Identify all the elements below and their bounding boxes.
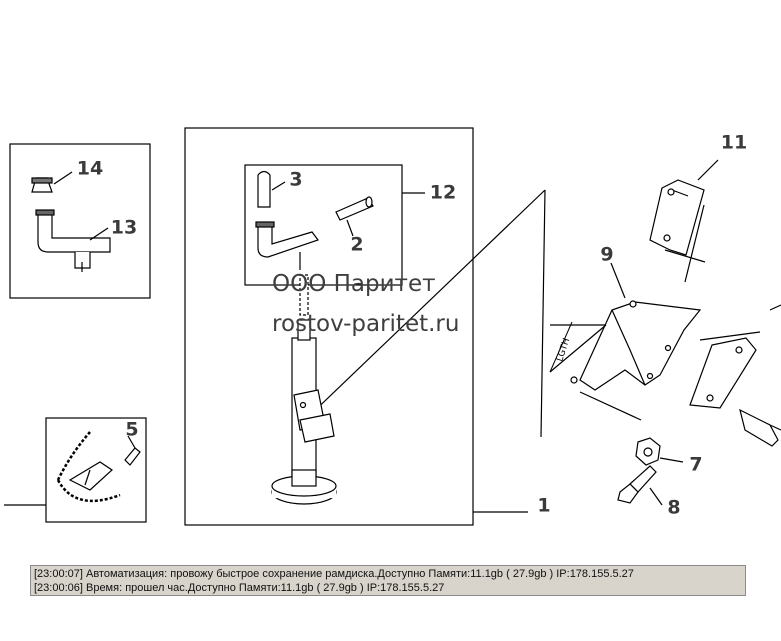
part-3-pin	[257, 170, 286, 208]
callout-3: 3	[289, 168, 303, 191]
log-line: [23:00:07] Автоматизация: провожу быстро…	[34, 568, 634, 580]
callout-5: 5	[125, 418, 139, 441]
parts-box-13-14	[9, 143, 151, 299]
callout-11: 11	[720, 131, 748, 154]
part-13-pin	[35, 209, 111, 272]
lgth-dimension: LGTH	[549, 321, 573, 373]
watermark-url: rostov-paritet.ru	[272, 311, 460, 337]
part-8-bolt	[617, 465, 663, 506]
status-log: [23:00:07] Автоматизация: провожу быстро…	[30, 565, 746, 596]
log-line: [23:00:06] Время: прошел час.Доступно Па…	[34, 582, 445, 594]
part-14-cap	[31, 171, 73, 193]
callout-9: 9	[600, 243, 614, 266]
part-7-nut	[635, 437, 684, 466]
part-5-pin-chain	[56, 431, 141, 503]
callout-14: 14	[76, 157, 104, 180]
part-1-jack-stand	[271, 274, 337, 505]
lgth-label: LGTH	[555, 337, 572, 363]
parts-box-main	[184, 127, 474, 526]
callout-7: 7	[689, 453, 703, 476]
parts-diagram: LGTH	[4, 127, 781, 526]
part-12-pin	[255, 221, 319, 270]
part-9-bracket	[549, 262, 702, 421]
callout-1: 1	[537, 494, 551, 517]
parts-box-5	[45, 417, 147, 523]
watermark-company: ООО Паритет	[272, 271, 436, 297]
parts-box-12	[244, 164, 403, 286]
callout-13: 13	[110, 216, 138, 239]
part-11-bracket	[649, 159, 719, 283]
callout-2: 2	[350, 233, 364, 256]
part-10-plate	[689, 304, 781, 447]
callout-8: 8	[667, 496, 681, 519]
part-2-sleeve	[335, 196, 374, 237]
callout-12: 12	[429, 181, 457, 204]
